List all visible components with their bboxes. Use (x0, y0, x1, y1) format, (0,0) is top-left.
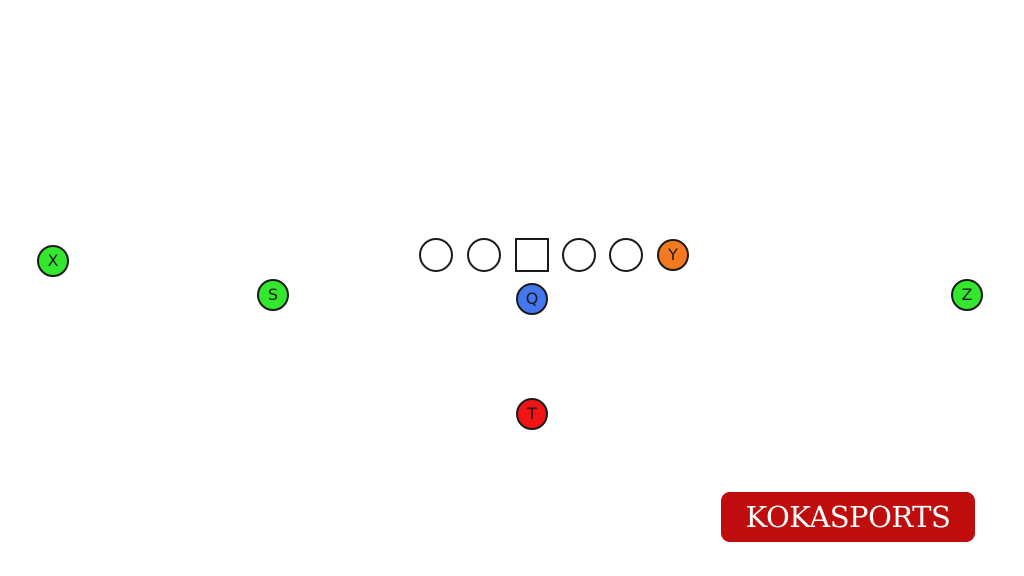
player-s-label: S (267, 285, 279, 304)
player-x: X (37, 245, 69, 277)
player-z: Z (951, 279, 983, 311)
center-marker (515, 238, 549, 272)
right-tackle-marker (609, 238, 643, 272)
player-s: S (257, 279, 289, 311)
player-y-label: Y (668, 245, 678, 264)
player-x-label: X (47, 251, 59, 270)
left-guard-marker (467, 238, 501, 272)
logo-text: KOKASPORTS (745, 500, 951, 534)
player-y: Y (657, 239, 689, 271)
player-t: T (516, 398, 548, 430)
right-guard-marker (562, 238, 596, 272)
player-t-label: T (527, 404, 537, 423)
left-tackle-marker (419, 238, 453, 272)
player-q: Q (516, 283, 548, 315)
player-q-label: Q (525, 289, 539, 308)
player-z-label: Z (961, 285, 973, 304)
kokasports-logo: KOKASPORTS (721, 492, 975, 542)
